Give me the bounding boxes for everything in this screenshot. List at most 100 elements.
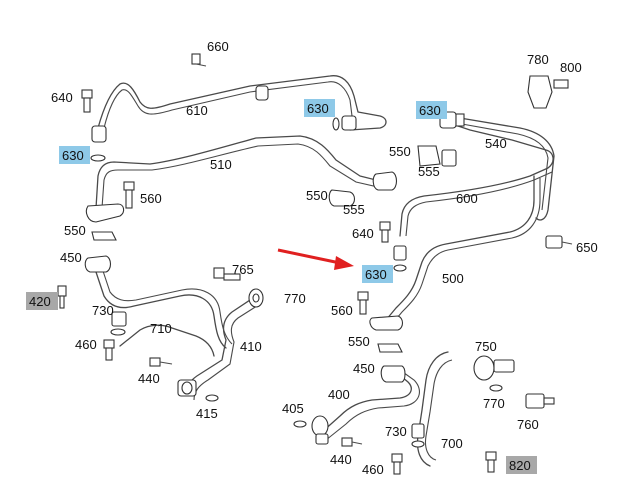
pipe-710-lower (119, 324, 215, 357)
bolt-640-upper (81, 89, 93, 113)
highlight-420 (26, 292, 58, 310)
banjo-fitting-770 (248, 288, 264, 308)
highlight-630a (304, 99, 335, 117)
fitting-630-middle (332, 115, 357, 131)
label-660: 660 (207, 39, 229, 54)
label-460-left: 460 (75, 337, 97, 352)
pipe-710 (95, 271, 227, 349)
label-550-c: 550 (306, 188, 328, 203)
label-650: 650 (576, 240, 598, 255)
label-780: 780 (527, 52, 549, 67)
red-arrow-pointer (277, 248, 354, 270)
bolt-560-right (357, 291, 369, 315)
ring-770-right (489, 384, 503, 392)
flange-500 (369, 315, 404, 331)
label-560-right: 560 (331, 303, 353, 318)
highlight-630d (362, 265, 393, 283)
label-770-right: 770 (483, 396, 505, 411)
label-760: 760 (517, 417, 539, 432)
gasket-550-right (377, 343, 403, 353)
pipe-500-inner (391, 178, 541, 325)
clip-780 (527, 75, 569, 109)
pipe-400 (321, 371, 412, 433)
fitting-730-left (110, 311, 127, 336)
flange-510 (85, 203, 125, 223)
bracket-610 (255, 85, 269, 101)
label-750: 750 (475, 339, 497, 354)
label-630-d: 630 (365, 267, 387, 282)
label-730-right: 730 (385, 424, 407, 439)
label-600: 600 (456, 191, 478, 206)
fitting-730-right (411, 423, 425, 448)
label-510: 510 (210, 157, 232, 172)
label-800: 800 (560, 60, 582, 75)
bolt-820 (485, 451, 497, 473)
pipe-600 (399, 123, 554, 237)
label-610: 610 (186, 103, 208, 118)
label-555-a: 555 (418, 164, 440, 179)
pipe-540 (459, 117, 555, 221)
bolt-420 (57, 285, 67, 309)
label-550-d: 550 (348, 334, 370, 349)
bolt-640-middle (379, 221, 391, 243)
pipe-700 (416, 351, 449, 467)
label-630-b: 630 (419, 103, 441, 118)
pipe-500 (385, 175, 535, 321)
pipe-610-inner (103, 81, 353, 129)
gasket-550-left (91, 231, 117, 241)
ring-405 (293, 420, 307, 428)
label-405: 405 (282, 401, 304, 416)
label-400: 400 (328, 387, 350, 402)
label-500: 500 (442, 271, 464, 286)
label-730-left: 730 (92, 303, 114, 318)
label-440-left: 440 (138, 371, 160, 386)
highlight-630c (59, 146, 90, 164)
pipe-510-inner (101, 143, 383, 209)
fitting-630-left (90, 125, 107, 162)
label-450-left: 450 (60, 250, 82, 265)
label-550-left: 550 (64, 223, 86, 238)
bolt-650 (545, 235, 573, 249)
label-560-left: 560 (140, 191, 162, 206)
label-540: 540 (485, 136, 507, 151)
label-410: 410 (240, 339, 262, 354)
label-640-upper: 640 (51, 90, 73, 105)
label-765: 765 (232, 262, 254, 277)
banjo-765 (213, 267, 241, 281)
label-630-c: 630 (62, 148, 84, 163)
pipe-610 (97, 75, 387, 131)
highlight-630b (416, 101, 447, 119)
pipe-700-inner (424, 359, 453, 461)
label-450-right: 450 (353, 361, 375, 376)
flange-450-right (380, 365, 406, 383)
pipe-510 (95, 135, 385, 209)
bolt-660 (191, 53, 207, 67)
label-700: 700 (441, 436, 463, 451)
label-640-middle: 640 (352, 226, 374, 241)
bolt-460-left (103, 339, 115, 361)
hose-end-410 (177, 379, 197, 397)
pipe-540-inner (461, 123, 549, 211)
bolt-440-right (341, 437, 363, 447)
label-820: 820 (509, 458, 531, 473)
banjo-400 (311, 415, 329, 445)
label-415: 415 (196, 406, 218, 421)
label-630-a: 630 (307, 101, 329, 116)
flange-450-left (84, 255, 112, 273)
pipe-400-inner (325, 369, 420, 441)
label-420: 420 (29, 294, 51, 309)
label-710: 710 (150, 321, 172, 336)
label-460-right: 460 (362, 462, 384, 477)
label-440-right: 440 (330, 452, 352, 467)
label-550-b: 550 (389, 144, 411, 159)
flange-550-right (417, 145, 457, 167)
label-555-b: 555 (343, 202, 365, 217)
ring-415 (205, 394, 219, 402)
bolt-460-right (391, 453, 403, 475)
label-770-left: 770 (284, 291, 306, 306)
bolt-560-left (123, 181, 135, 209)
bolt-440-left (149, 357, 173, 367)
bolt-760 (525, 393, 555, 409)
flange-550-middle (328, 171, 398, 207)
